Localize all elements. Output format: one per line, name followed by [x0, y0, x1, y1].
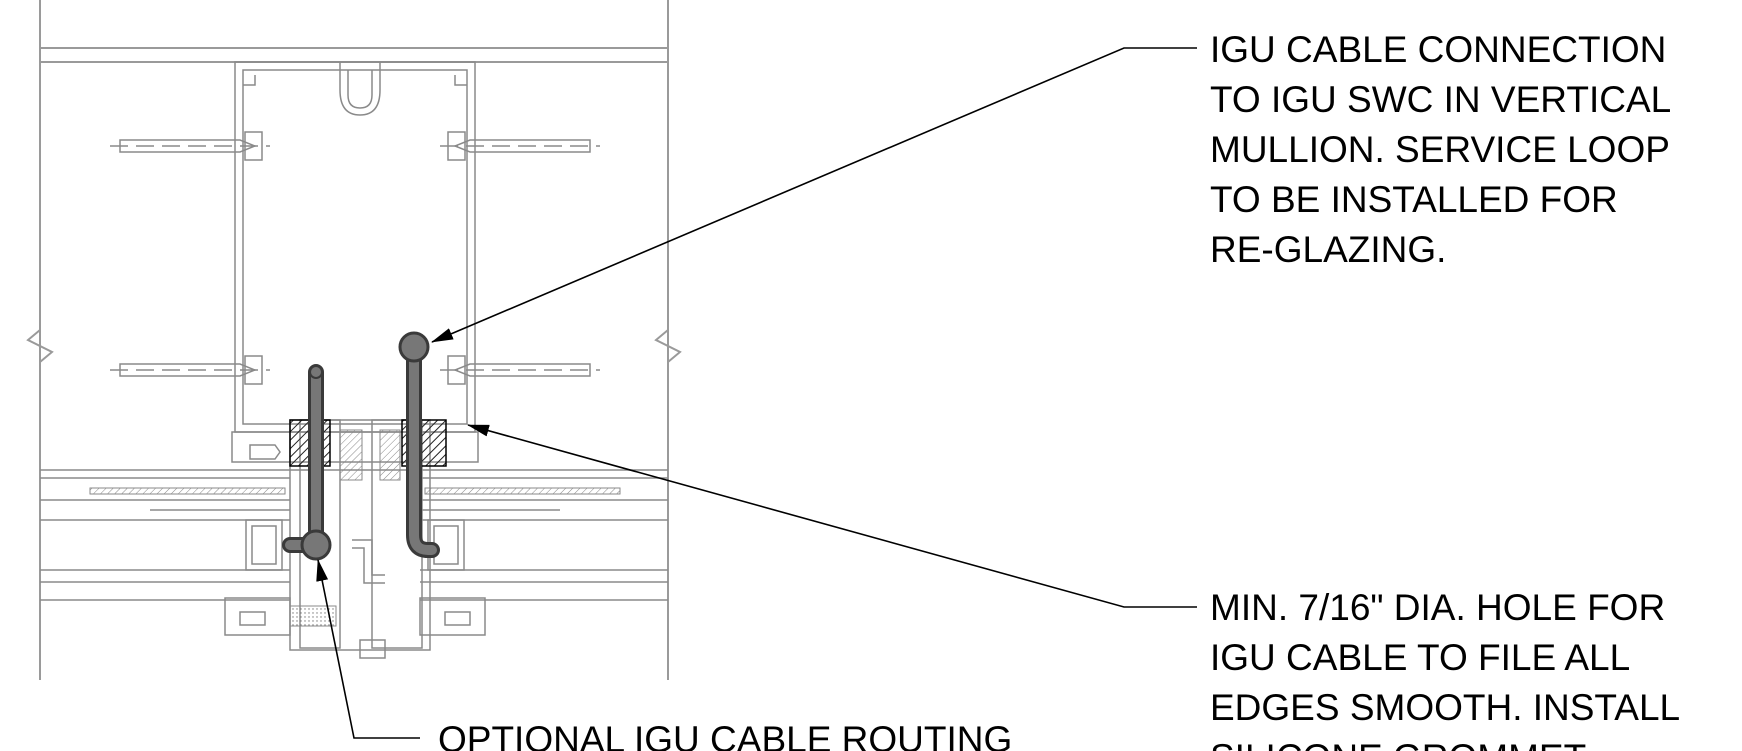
callout-bottom-right-line-2: IGU CABLE TO FILE ALL [1210, 637, 1630, 678]
callout-bottom-right-line-1: MIN. 7/16" DIA. HOLE FOR [1210, 587, 1665, 628]
screw-upper-left [110, 131, 270, 161]
anchor-screws [110, 131, 600, 385]
callout-bottom-right-line-4: SILICONE GROMMET [1210, 737, 1586, 751]
leader-bottom-right [467, 424, 1197, 608]
center-extrusion [224, 419, 486, 659]
mullion-profile [234, 61, 476, 433]
screw-lower-right [440, 355, 600, 385]
callout-top-right: IGU CABLE CONNECTION TO IGU SWC IN VERTI… [1210, 29, 1671, 270]
cable-optional-left [282, 364, 332, 561]
leader-top-right [431, 47, 1197, 343]
callout-top-right-line-5: RE-GLAZING. [1210, 229, 1446, 270]
callout-top-right-line-3: MULLION. SERVICE LOOP [1210, 129, 1670, 170]
callout-top-right-line-1: IGU CABLE CONNECTION [1210, 29, 1666, 70]
callout-bottom-right: MIN. 7/16" DIA. HOLE FOR IGU CABLE TO FI… [1210, 587, 1680, 751]
igu-cables [282, 331, 440, 561]
callout-bottom-right-line-3: EDGES SMOOTH. INSTALL [1210, 687, 1680, 728]
wall-outline [26, 0, 682, 680]
leader-bottom-center [316, 559, 420, 739]
screw-lower-left [110, 355, 270, 385]
callout-top-right-line-4: TO BE INSTALLED FOR [1210, 179, 1618, 220]
callout-top-right-line-2: TO IGU SWC IN VERTICAL [1210, 79, 1671, 120]
igu-glazing [40, 469, 668, 601]
callout-bottom-center: OPTIONAL IGU CABLE ROUTING [438, 719, 1012, 751]
callout-bottom-center-line-1: OPTIONAL IGU CABLE ROUTING [438, 719, 1012, 751]
screw-upper-right [440, 131, 600, 161]
cable-service-loop-right [398, 331, 440, 558]
leader-lines [316, 47, 1197, 739]
